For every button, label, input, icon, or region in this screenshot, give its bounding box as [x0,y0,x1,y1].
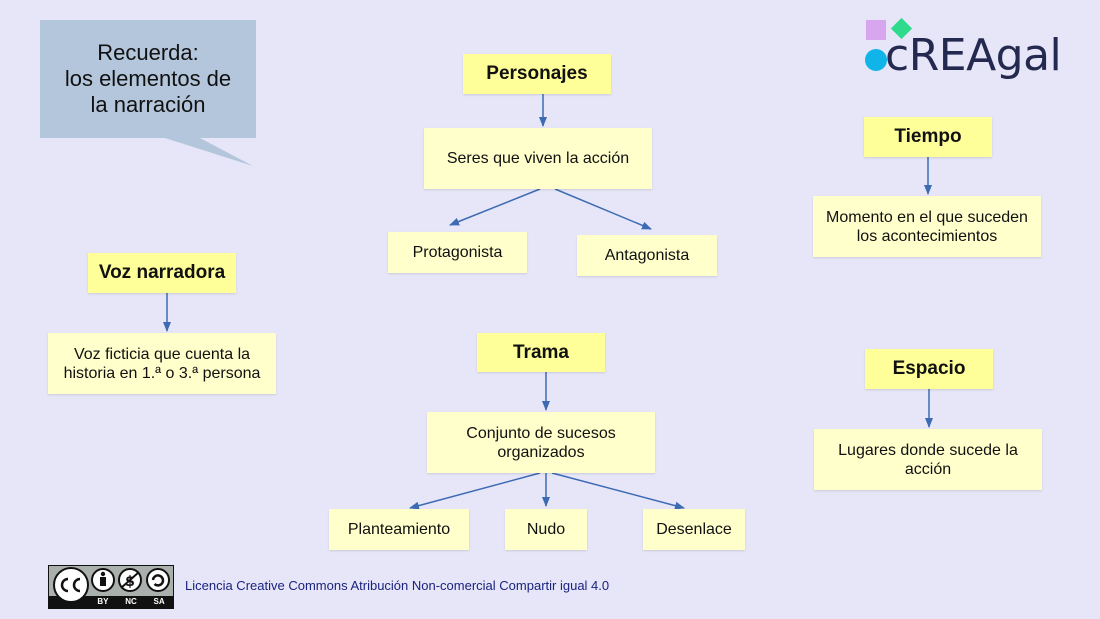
node-espacio: Espacio [865,349,993,389]
cc-license-badge[interactable]: BY NC SA [48,565,174,609]
node-planteamiento: Planteamiento [329,509,469,550]
node-protagonista: Protagonista [388,232,527,273]
callout-text: Recuerda: los elementos de la narración [64,40,232,117]
logo-circle [865,49,887,71]
arrow-conjunto-desenlace [551,472,685,510]
cc-badge-labels: BY NC SA [49,596,173,608]
creagal-logo: cREAgal [885,30,1062,81]
node-desenlace: Desenlace [643,509,745,550]
license-link[interactable]: Licencia Creative Commons Atribución Non… [185,578,610,593]
cc-badge-nc: NC [125,597,137,606]
node-conjunto: Conjunto de sucesos organizados [427,412,655,473]
node-tiempo: Tiempo [864,117,992,157]
cc-badge-by: BY [97,597,109,606]
node-lugares: Lugares donde sucede la acción [814,429,1042,490]
speech-callout-shape [40,20,256,166]
arrow-seres-antagonista [554,188,652,230]
node-trama: Trama [477,333,605,372]
node-voz-desc: Voz ficticia que cuenta la historia en 1… [48,333,276,394]
node-seres: Seres que viven la acción [424,128,652,189]
arrow-conjunto-planteamiento [409,472,541,510]
logo-square [866,20,886,40]
node-voz-narradora: Voz narradora [88,253,236,293]
node-personajes: Personajes [463,54,611,94]
node-antagonista: Antagonista [577,235,717,276]
arrow-seres-protagonista [449,188,541,226]
cc-badge-sa: SA [153,597,165,606]
node-momento: Momento en el que suceden los acontecimi… [813,196,1041,257]
logo-diamond [890,17,913,40]
node-nudo: Nudo [505,509,587,550]
